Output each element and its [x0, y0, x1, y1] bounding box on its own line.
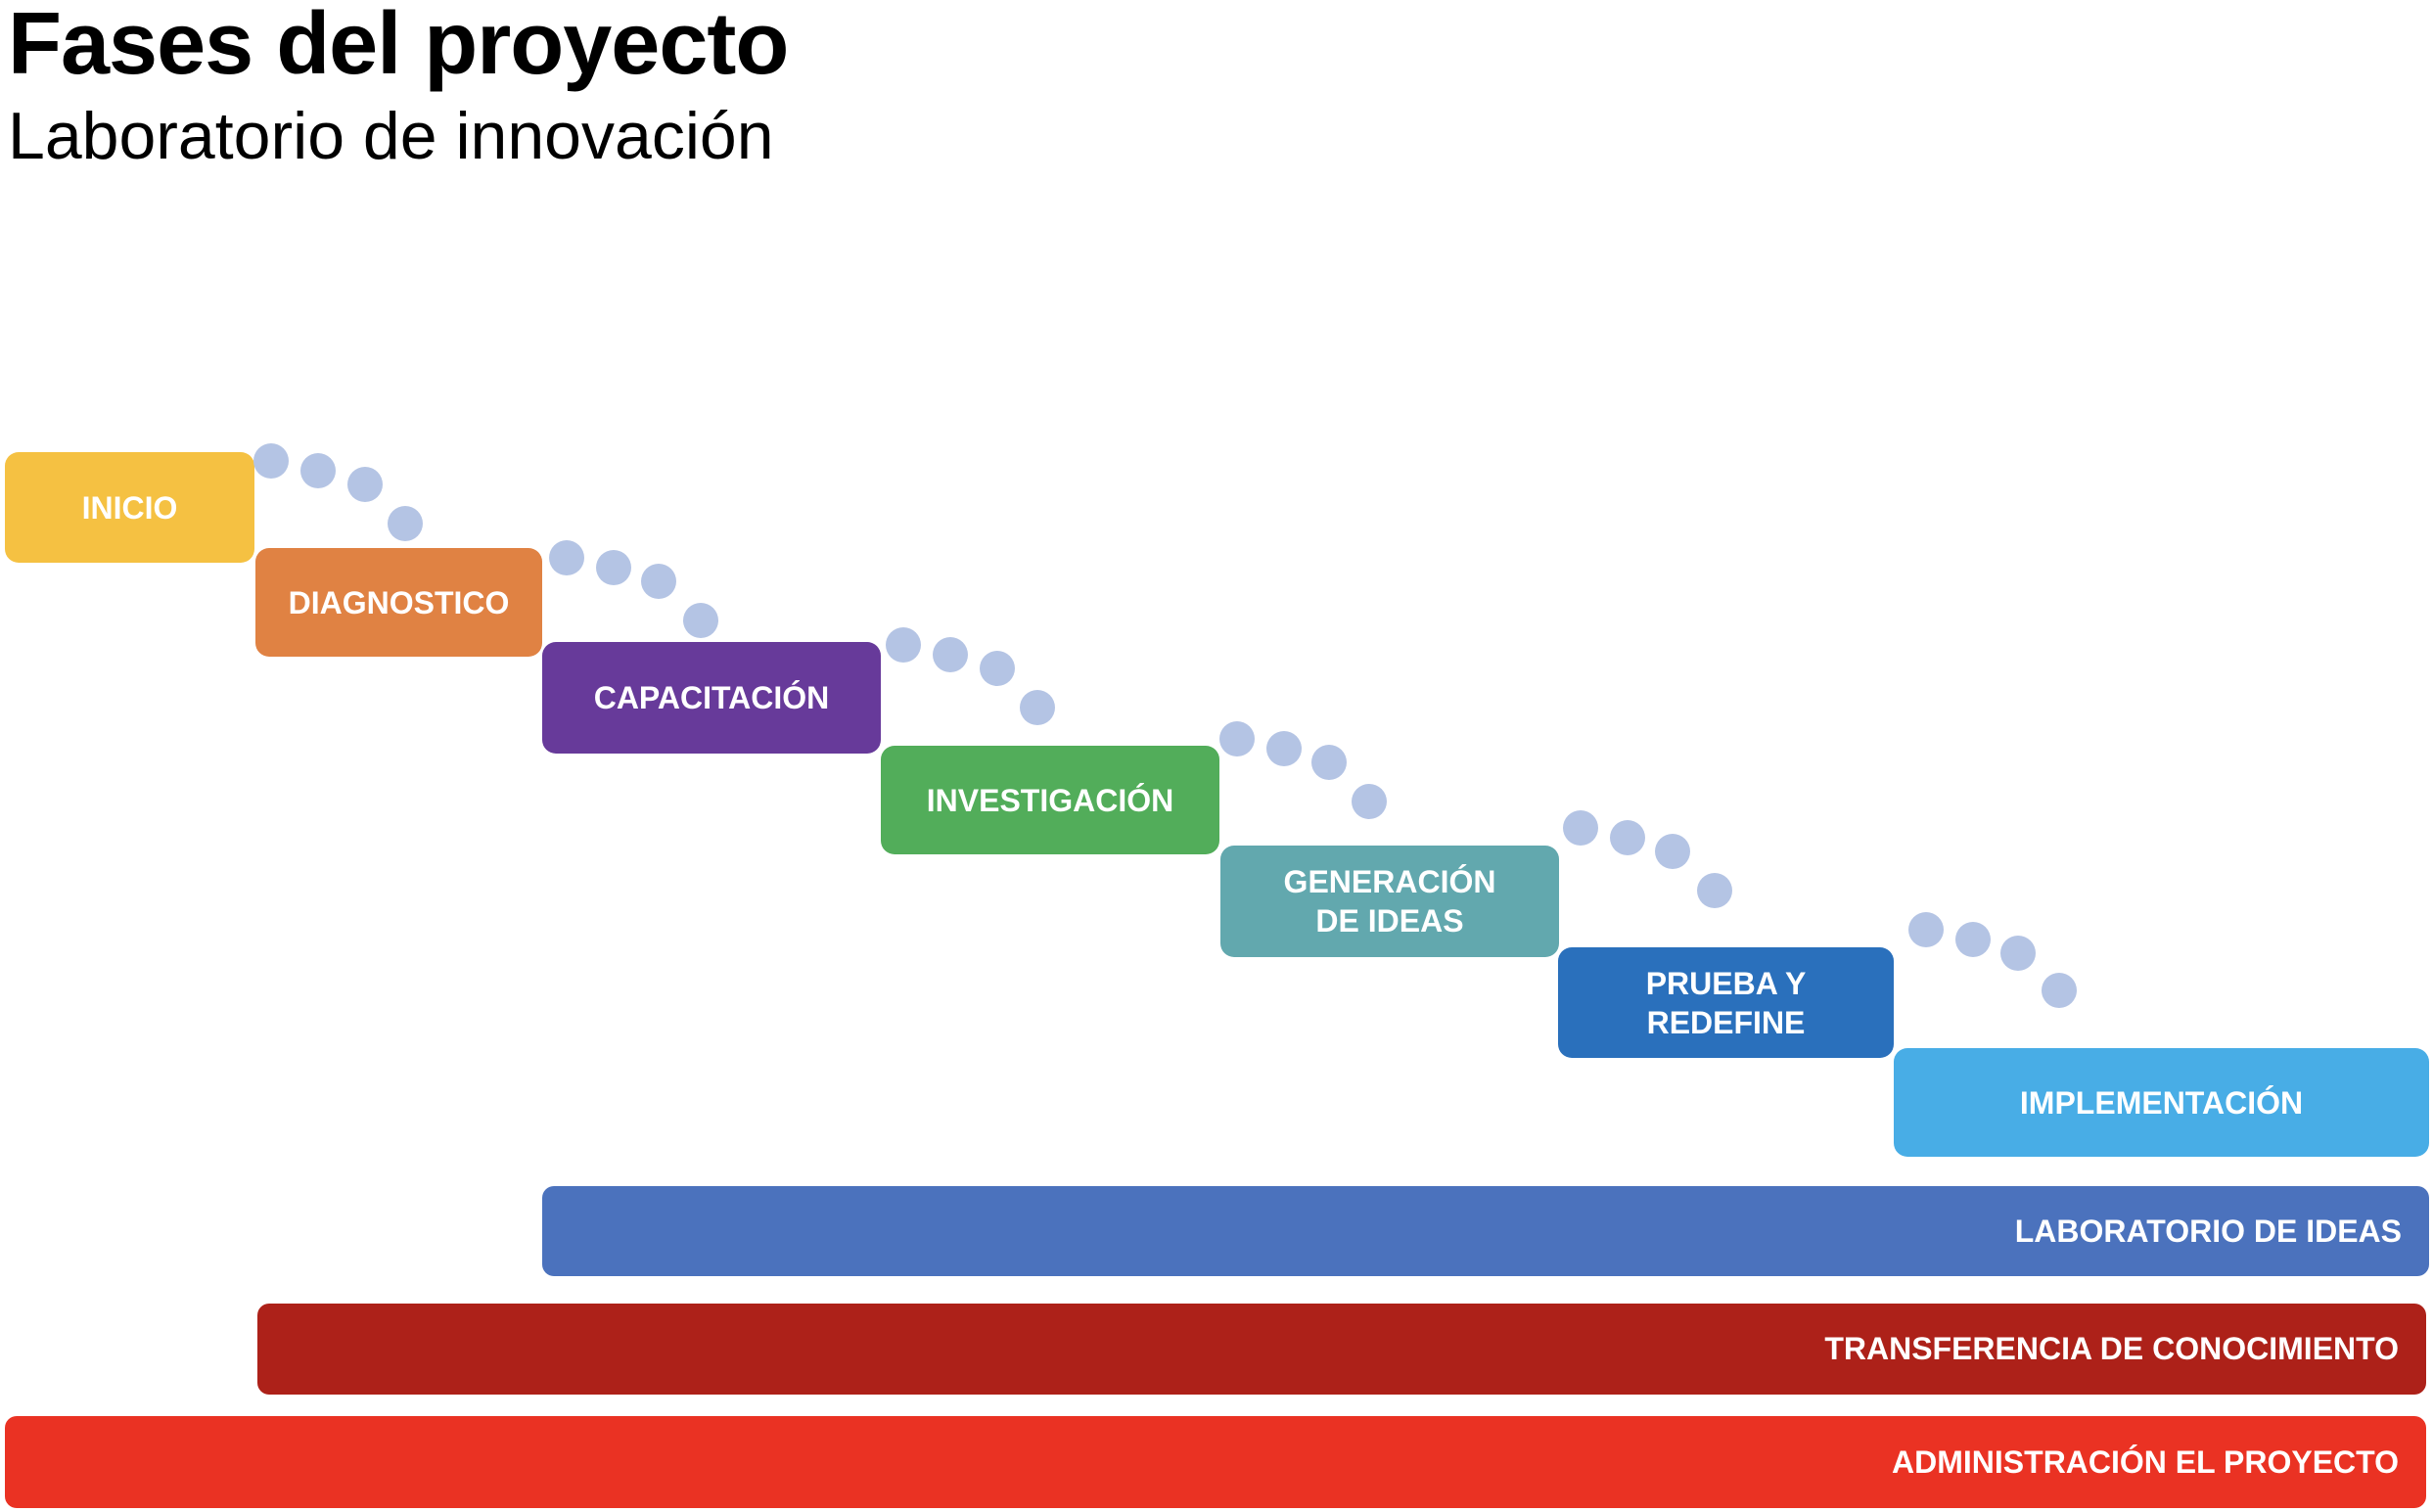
connector-dot: [1610, 820, 1645, 855]
connector-dot: [1352, 784, 1387, 819]
phase-generacion-de-ideas: GENERACIÓN DE IDEAS: [1220, 846, 1559, 957]
phase-inicio-label: INICIO: [81, 489, 178, 526]
connector-dot: [683, 603, 718, 638]
connector-dot: [641, 564, 676, 599]
connector-dot: [1563, 810, 1598, 846]
connector-dot: [2042, 973, 2077, 1008]
phase-implementacion: IMPLEMENTACIÓN: [1894, 1048, 2429, 1157]
phase-implementacion-label: IMPLEMENTACIÓN: [2019, 1084, 2304, 1121]
phase-investigacion: INVESTIGACIÓN: [881, 746, 1219, 854]
connector-dot: [886, 627, 921, 663]
connector-dot: [2000, 936, 2036, 971]
bar-transferencia-de-conocimiento: TRANSFERENCIA DE CONOCIMIENTO: [257, 1304, 2426, 1395]
phase-diagnostico: DIAGNOSTICO: [255, 548, 542, 657]
connector-dot: [253, 443, 289, 479]
connector-dot: [1020, 690, 1055, 725]
phase-prueba-y-redefine: PRUEBA Y REDEFINE: [1558, 947, 1894, 1058]
phase-capacitacion: CAPACITACIÓN: [542, 642, 881, 754]
connector-dot: [300, 453, 336, 488]
bar-laboratorio-de-ideas-label: LABORATORIO DE IDEAS: [2014, 1213, 2402, 1249]
connector-dot: [1697, 873, 1732, 908]
page-subtitle: Laboratorio de innovación: [8, 99, 774, 173]
connector-dot: [388, 506, 423, 541]
phase-capacitacion-label: CAPACITACIÓN: [593, 680, 830, 715]
connector-dot: [1219, 721, 1255, 756]
bar-administracion-el-proyecto-label: ADMINISTRACIÓN EL PROYECTO: [1892, 1443, 2399, 1480]
phase-prueba-y-redefine-label: PRUEBA Y REDEFINE: [1645, 965, 1807, 1040]
phase-diagnostico-label: DIAGNOSTICO: [288, 584, 510, 620]
phase-generacion-de-ideas-label: GENERACIÓN DE IDEAS: [1283, 864, 1496, 939]
bar-administracion-el-proyecto: ADMINISTRACIÓN EL PROYECTO: [5, 1416, 2426, 1508]
phase-investigacion-label: INVESTIGACIÓN: [926, 782, 1174, 818]
phase-inicio: INICIO: [5, 452, 254, 563]
connector-dot: [1955, 922, 1991, 957]
page-title: Fases del proyecto: [8, 0, 789, 93]
connector-dot: [980, 651, 1015, 686]
connector-dot: [596, 550, 631, 585]
bar-laboratorio-de-ideas: LABORATORIO DE IDEAS: [542, 1186, 2429, 1276]
connector-dot: [549, 540, 584, 575]
connector-dot: [1908, 912, 1944, 947]
bar-transferencia-de-conocimiento-label: TRANSFERENCIA DE CONOCIMIENTO: [1824, 1331, 2399, 1366]
connector-dot: [347, 467, 383, 502]
connector-dot: [1266, 731, 1302, 766]
connector-dot: [933, 637, 968, 672]
connector-dot: [1311, 745, 1347, 780]
connector-dot: [1655, 834, 1690, 869]
